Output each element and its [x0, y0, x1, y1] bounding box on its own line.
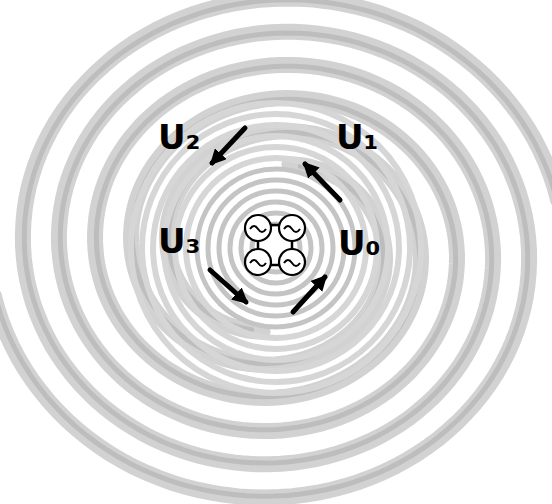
wave-ring	[153, 125, 399, 371]
voltage-label-box: U₀	[338, 226, 381, 260]
spiral-arm	[24, 0, 552, 463]
voltage-label-box: U₂	[158, 120, 201, 154]
voltage-label-box: U₁	[336, 120, 379, 154]
wave-ring	[230, 202, 322, 294]
cycle-arrows	[210, 128, 340, 312]
wave-ring	[142, 114, 410, 382]
voltage-label: U₁	[336, 117, 379, 157]
wave-ring	[241, 213, 311, 283]
wave-ring	[208, 180, 344, 316]
voltage-label-box: U₃	[158, 224, 201, 258]
wave-ring	[131, 103, 421, 393]
voltage-label: U₂	[158, 117, 201, 157]
voltage-label: U₀	[338, 223, 381, 263]
voltage-label: U₃	[158, 221, 201, 261]
ac-sources	[245, 215, 305, 275]
concentric-rings	[131, 103, 421, 393]
spiral-arm	[0, 33, 528, 496]
